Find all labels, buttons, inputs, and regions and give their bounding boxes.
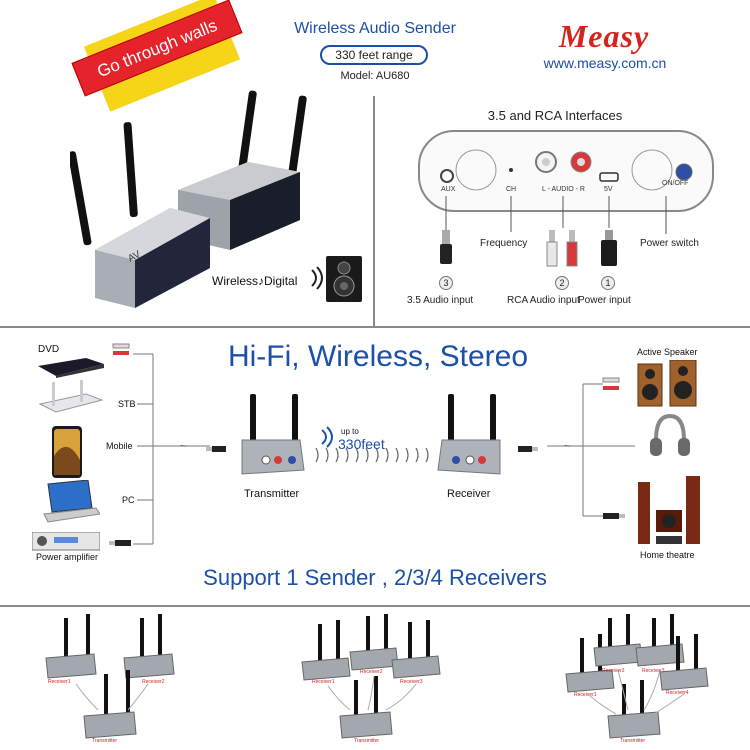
5v-label: 5V xyxy=(604,186,613,193)
brand-url[interactable]: www.measy.com.cn xyxy=(543,55,667,71)
rear-panel xyxy=(418,130,714,212)
panel-callouts xyxy=(440,196,667,267)
phone-icon xyxy=(52,426,82,478)
headphones-icon xyxy=(650,414,690,456)
laptop-icon xyxy=(43,480,100,523)
config1-receiver2: Receiver2 xyxy=(142,679,165,685)
source-pc-label: PC xyxy=(122,495,135,505)
input-label-power: Power input xyxy=(578,295,631,306)
range-badge: 330 feet range xyxy=(320,45,428,65)
input-label-rca: RCA Audio input xyxy=(507,295,580,306)
up-to-label: up to xyxy=(341,427,359,436)
audio-label: L - AUDIO - R xyxy=(542,186,585,193)
config3-transmitter: Transmitter xyxy=(620,738,646,744)
svg-text:~: ~ xyxy=(179,441,187,452)
home-theatre-icon xyxy=(638,476,700,544)
active-speaker-label: Active Speaker xyxy=(637,347,698,357)
home-theatre-label: Home theatre xyxy=(640,550,695,560)
headline: Hi-Fi, Wireless, Stereo xyxy=(227,340,529,373)
amplifier-icon xyxy=(32,532,100,551)
config2-receiver3: Receiver3 xyxy=(400,679,423,685)
wireless-waves-icon xyxy=(311,266,323,290)
config-2-receivers xyxy=(45,614,175,739)
svg-text:~: ~ xyxy=(563,441,571,452)
config-3-receivers xyxy=(301,614,441,739)
support-caption: Support 1 Sender , 2/3/4 Receivers xyxy=(203,565,547,590)
input-label-35: 3.5 Audio input xyxy=(407,295,474,306)
config3-receiver2: Receiver2 xyxy=(602,668,625,674)
product-title: Wireless Audio Sender xyxy=(294,20,456,37)
divider-top xyxy=(0,326,750,328)
interfaces-title: 3.5 and RCA Interfaces xyxy=(487,108,623,123)
input-number-2: 2 xyxy=(555,276,569,290)
transmitter-device xyxy=(206,394,305,475)
dvd-player-icon xyxy=(38,358,104,378)
divider-bottom xyxy=(0,605,750,607)
source-dvd-label: DVD xyxy=(38,344,60,355)
input-number-3: 3 xyxy=(439,276,453,290)
config-4-receivers xyxy=(565,614,709,739)
config3-receiver4: Receiver4 xyxy=(666,690,689,696)
transmitter-label: Transmitter xyxy=(244,488,300,500)
panel-ports xyxy=(440,149,693,191)
power-switch-callout: Power switch xyxy=(640,238,699,249)
signal-waves xyxy=(315,447,429,463)
config2-transmitter: Transmitter xyxy=(354,738,380,744)
config3-receiver3: Receiver3 xyxy=(642,668,665,674)
ch-label: CH xyxy=(506,186,517,193)
brand-logo: Measy xyxy=(558,18,650,54)
svg-text:AV: AV xyxy=(126,249,143,265)
wireless-caption: Wireless♪Digital xyxy=(212,274,298,288)
wifi-icon xyxy=(321,426,333,448)
model-number: Model: AU680 xyxy=(340,70,410,82)
router-icon xyxy=(38,380,104,413)
distance-label: 330feet xyxy=(338,436,385,452)
receiver-label: Receiver xyxy=(447,488,491,500)
output-tree-lines: ~ xyxy=(547,377,635,519)
product-photo: AV xyxy=(70,90,307,308)
config2-receiver2: Receiver2 xyxy=(360,669,383,675)
aux-label: AUX xyxy=(441,186,456,193)
onoff-label: ON/OFF xyxy=(662,180,689,187)
config1-receiver1: Receiver1 xyxy=(48,679,71,685)
frequency-callout: Frequency xyxy=(480,238,528,249)
receiver-device xyxy=(437,394,538,475)
source-tree-lines: ~ xyxy=(109,343,210,546)
config-unit xyxy=(45,614,97,679)
music-note-icon: ♪ xyxy=(258,274,265,288)
source-mobile-label: Mobile xyxy=(106,441,133,451)
source-stb-label: STB xyxy=(118,399,136,409)
config3-receiver1: Receiver1 xyxy=(574,692,597,698)
active-speaker-icon xyxy=(637,360,697,407)
speaker-icon xyxy=(326,256,362,302)
config1-transmitter: Transmitter xyxy=(92,738,118,744)
input-number-1: 1 xyxy=(601,276,615,290)
source-amp-label: Power amplifier xyxy=(36,552,99,562)
config2-receiver1: Receiver1 xyxy=(312,679,335,685)
divider-vertical xyxy=(373,96,375,326)
